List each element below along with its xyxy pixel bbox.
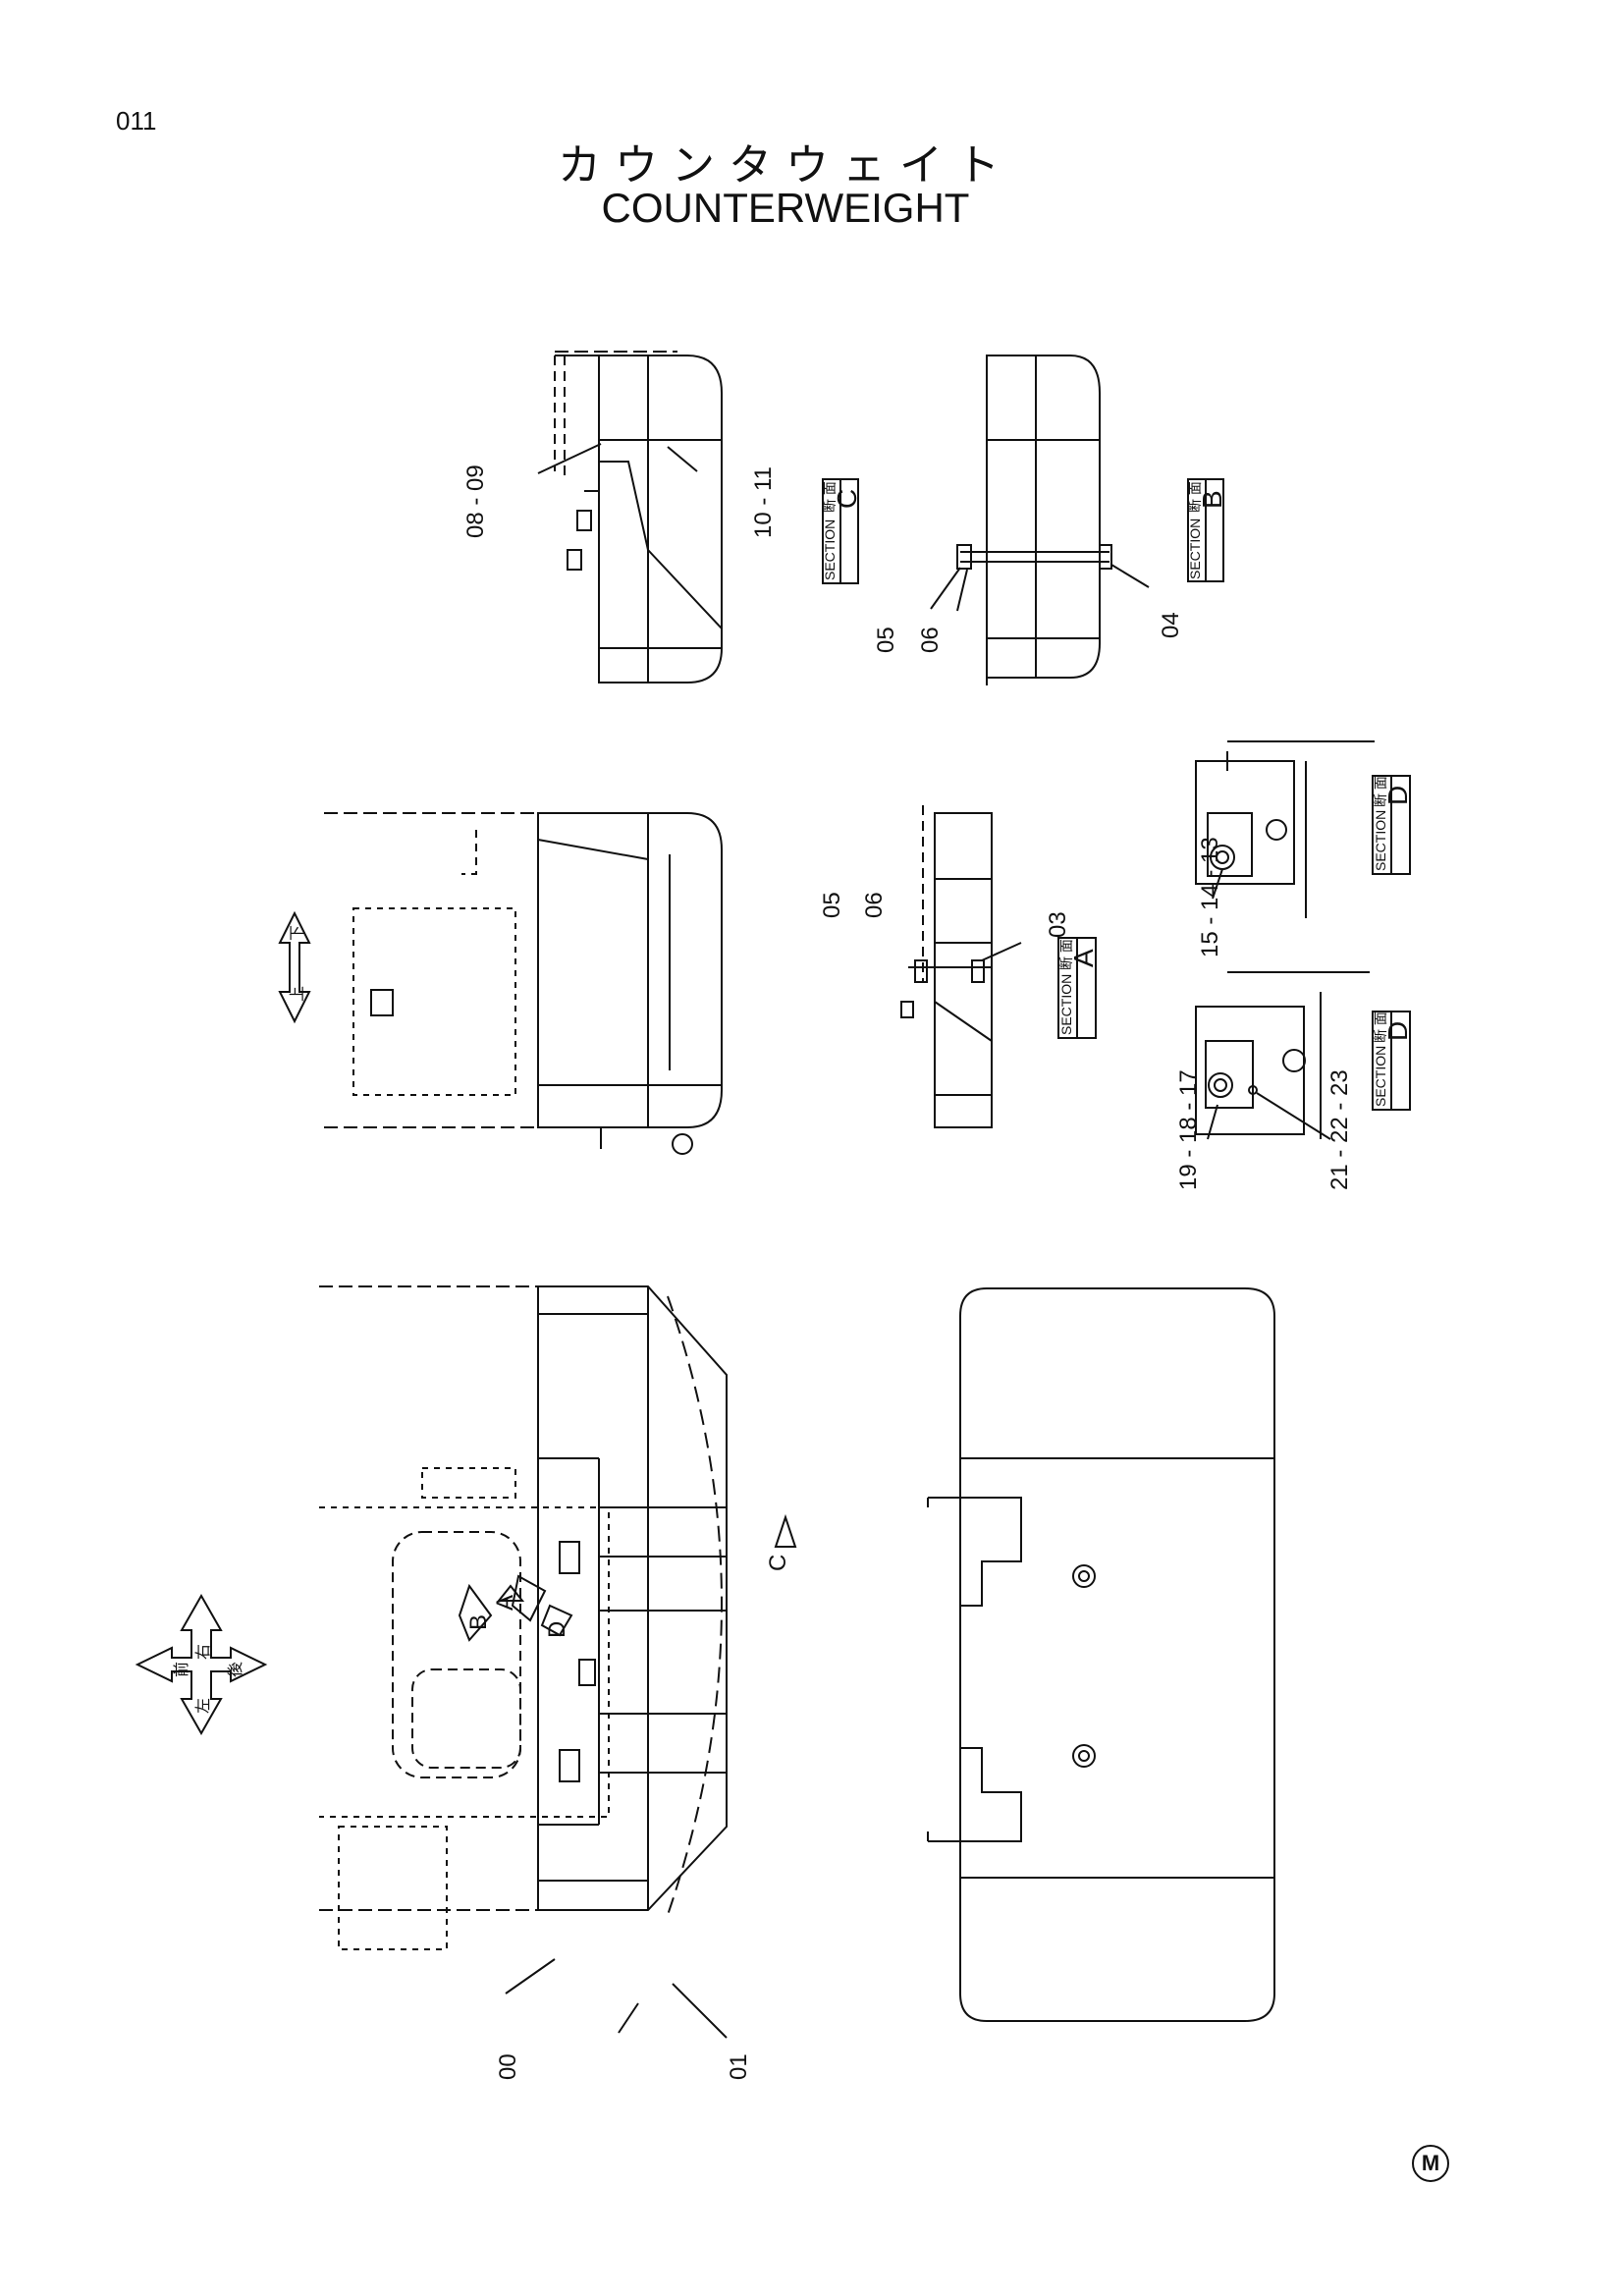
view-marker-arrows [458, 1513, 797, 1642]
svg-text:C: C [765, 1555, 791, 1571]
callout-00: 00 [495, 2053, 521, 2080]
svg-text:上: 上 [289, 986, 306, 1002]
counterweight-plan-view [927, 1287, 1275, 2022]
section-a-label-box [1057, 937, 1097, 1039]
section-b-label-box [1187, 478, 1224, 582]
svg-text:SECTION: SECTION [1187, 519, 1203, 579]
svg-text:SECTION: SECTION [1373, 1046, 1388, 1107]
section-d-label-box-upper [1372, 775, 1411, 875]
svg-text:断 面: 断 面 [1187, 481, 1203, 513]
section-c-label-box [822, 478, 859, 584]
svg-text:断 面: 断 面 [1373, 776, 1388, 807]
svg-text:断 面: 断 面 [1373, 1011, 1388, 1043]
callout-06-b: 06 [917, 627, 944, 653]
section-b-label: SECTION 断 面 B [1187, 481, 1227, 579]
brand-mark: M [1412, 2145, 1449, 2182]
svg-text:断 面: 断 面 [1058, 939, 1074, 970]
svg-text:断 面: 断 面 [822, 481, 838, 513]
svg-text:B: B [1197, 490, 1227, 509]
page-number: 011 [116, 106, 157, 136]
callout-06-a: 06 [861, 892, 888, 918]
svg-text:右: 右 [194, 1644, 212, 1660]
part-callouts: 00 01 03 04 05 06 05 06 08 - 09 10 - 11 … [462, 465, 1353, 2080]
svg-text:D: D [1382, 786, 1413, 805]
callout-05-a: 05 [819, 892, 845, 918]
section-d-label-upper: SECTION 断 面 D [1373, 776, 1413, 871]
svg-text:SECTION: SECTION [1373, 810, 1388, 871]
section-d-view-lower [1195, 971, 1370, 1140]
callout-10-11: 10 - 11 [750, 466, 777, 538]
svg-text:D: D [1382, 1021, 1413, 1041]
top-plan-view [319, 1285, 728, 2039]
callout-15-14-13: 15 - 14 - 13 [1197, 837, 1223, 957]
svg-text:左: 左 [194, 1698, 212, 1714]
callout-19-18-17: 19 - 18 - 17 [1175, 1069, 1202, 1190]
section-b-view [930, 355, 1150, 687]
svg-text:下: 下 [290, 925, 306, 941]
direction-labels-cross: 右 左 前 後 [173, 1644, 244, 1714]
svg-text:A: A [492, 1595, 518, 1611]
section-c-label: SECTION 断 面 C [822, 481, 862, 580]
section-a-label: SECTION 断 面 A [1058, 939, 1099, 1035]
svg-text:SECTION: SECTION [822, 519, 838, 580]
title-english: COUNTERWEIGHT [601, 185, 970, 231]
callout-01: 01 [726, 2053, 752, 2080]
section-d-view-upper [1195, 740, 1375, 918]
view-marker-letters: A B C D [465, 1555, 791, 1638]
svg-text:C: C [832, 489, 862, 509]
side-elevation-view [324, 812, 723, 1155]
svg-text:前: 前 [173, 1662, 190, 1677]
direction-arrow-vertical [278, 910, 311, 1024]
section-d-label-lower: SECTION 断 面 D [1373, 1011, 1413, 1107]
section-a-view [900, 805, 1022, 1128]
svg-text:A: A [1068, 949, 1099, 967]
svg-text:D: D [544, 1621, 570, 1638]
callout-05-b: 05 [873, 627, 899, 653]
svg-text:SECTION: SECTION [1058, 974, 1074, 1035]
callout-04: 04 [1158, 612, 1184, 638]
section-d-label-box-lower [1372, 1011, 1411, 1111]
callout-08-09: 08 - 09 [462, 465, 489, 538]
callout-03: 03 [1045, 911, 1071, 938]
direction-labels-vertical: 下 上 [289, 925, 306, 1002]
svg-text:B: B [465, 1614, 492, 1630]
section-c-view [537, 351, 723, 683]
callout-21-22-23: 21 - 22 - 23 [1326, 1069, 1353, 1190]
direction-arrow-cross [135, 1593, 268, 1736]
title-japanese: カウンタウェイト [558, 140, 1013, 191]
svg-text:後: 後 [227, 1662, 244, 1677]
